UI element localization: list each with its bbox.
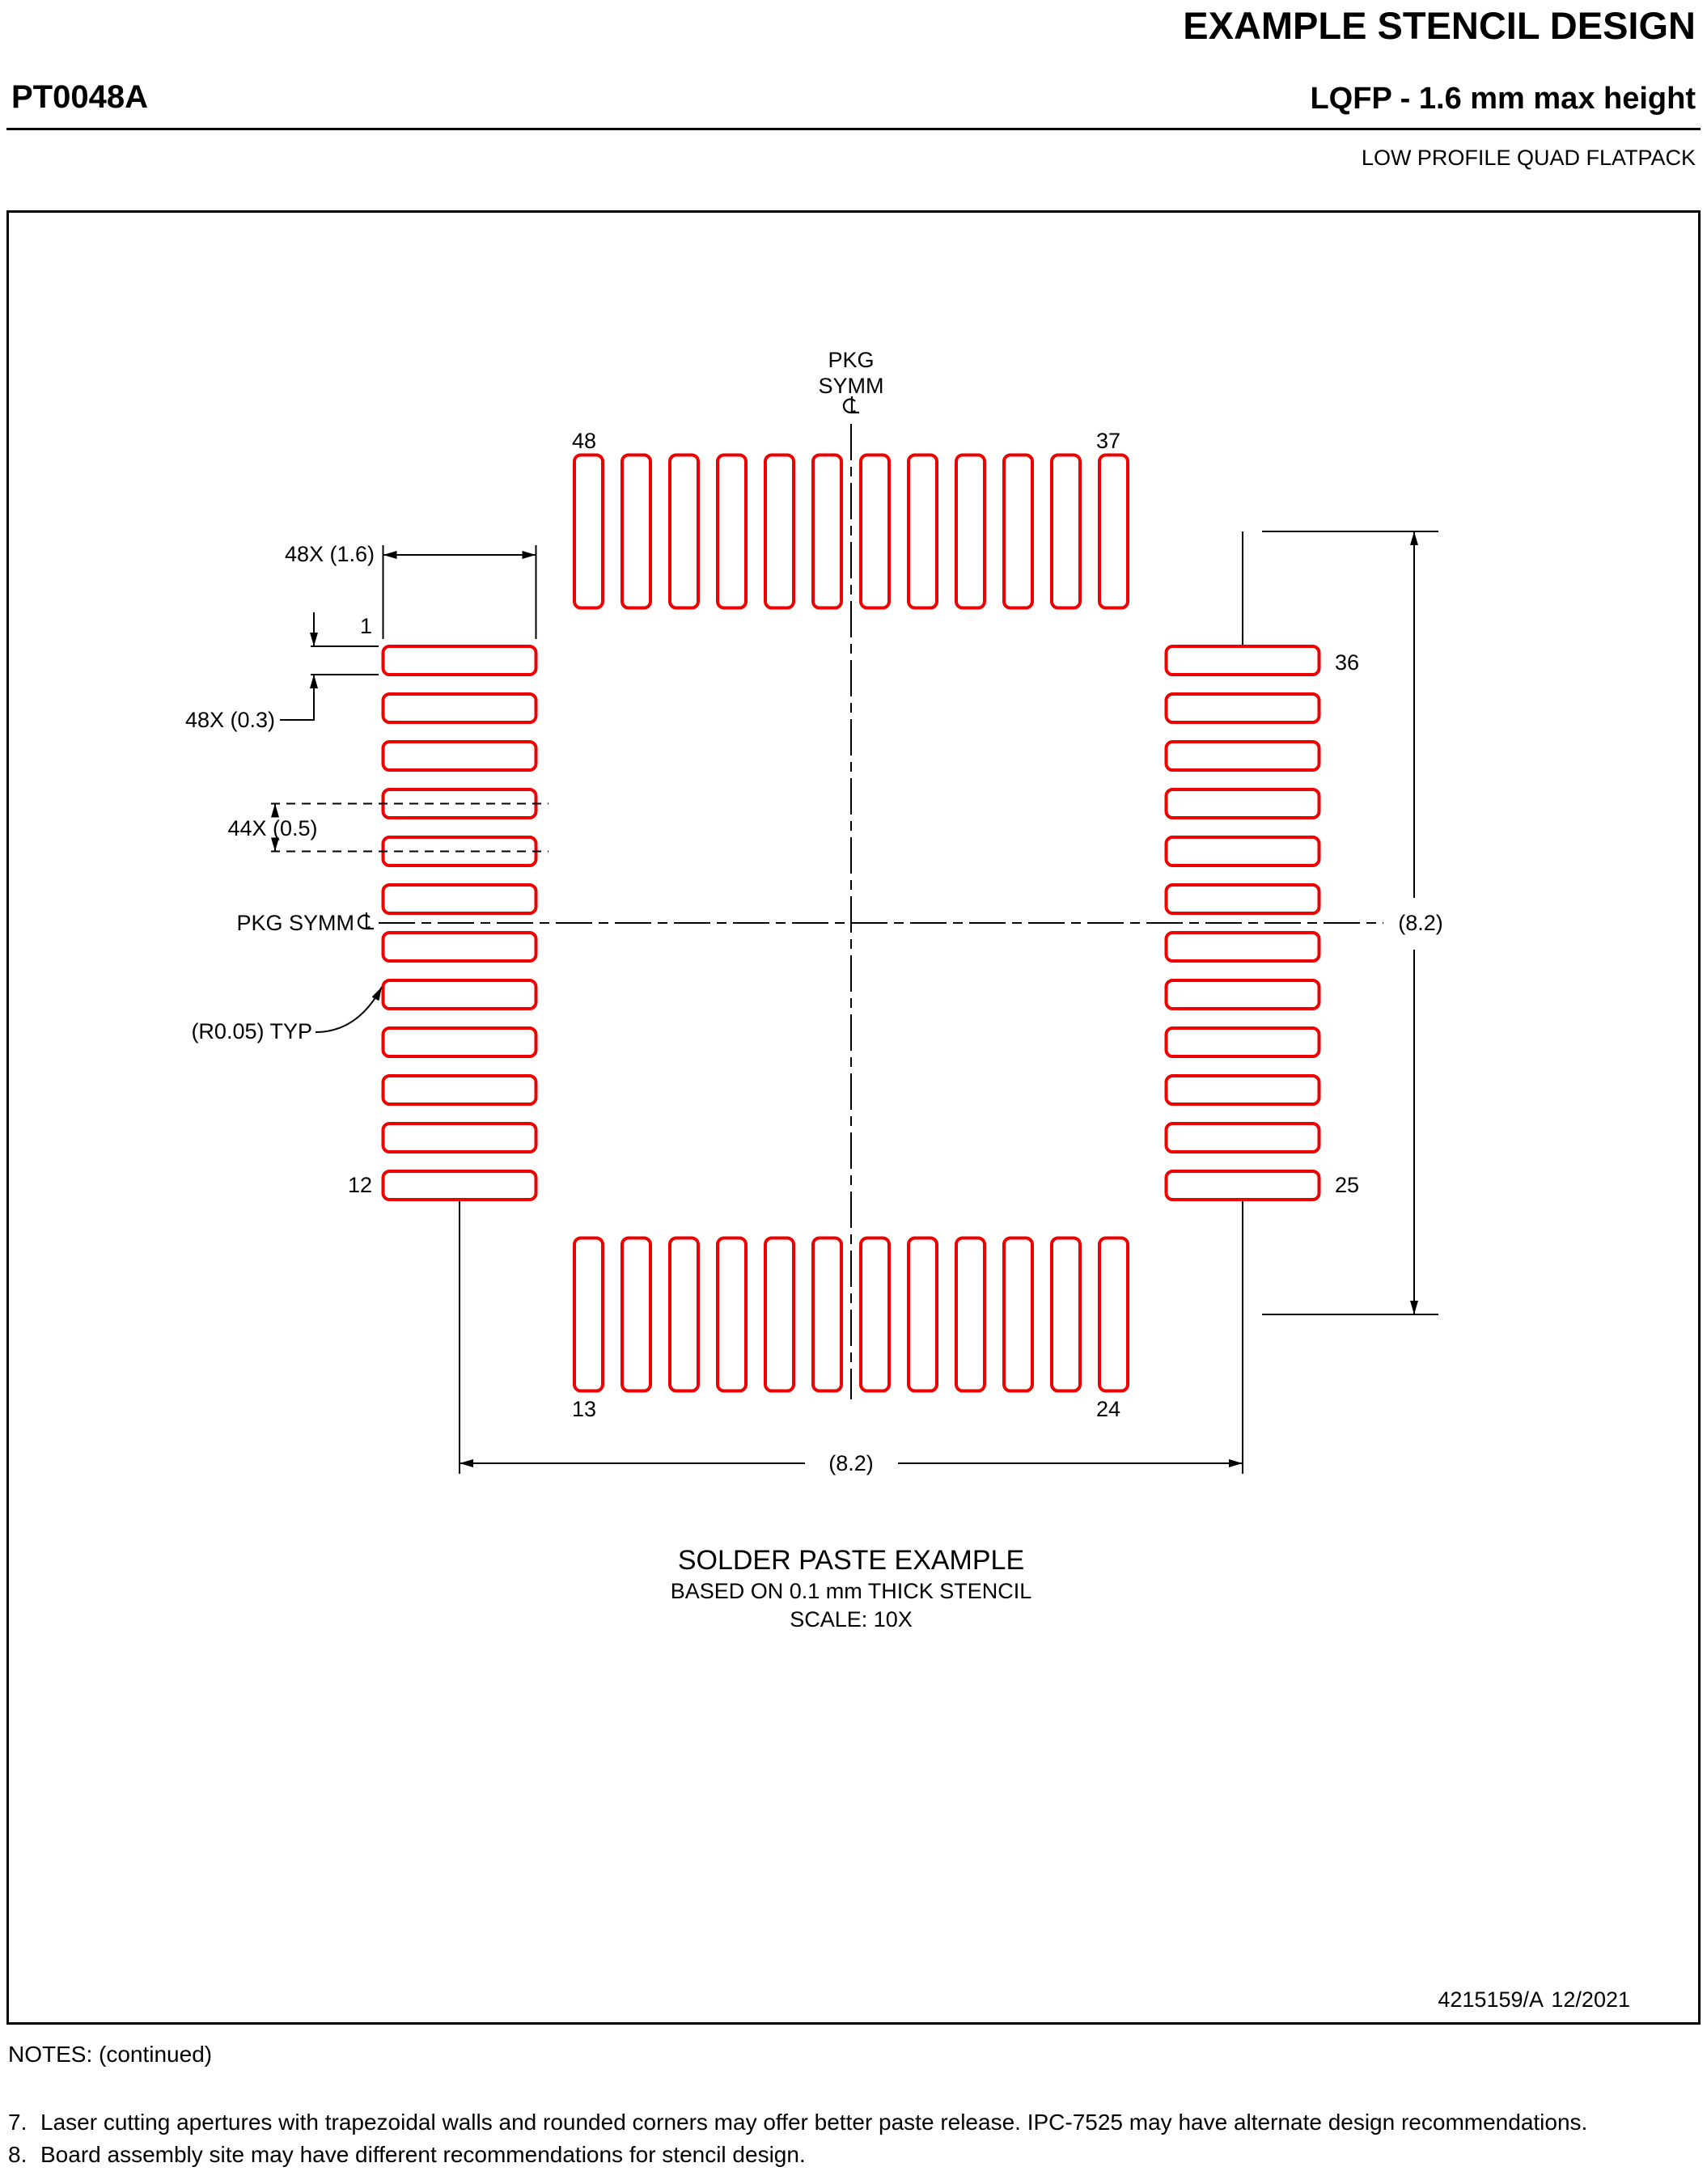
solder-pad xyxy=(1164,979,1321,1010)
solder-pad xyxy=(381,1122,538,1153)
solder-pad xyxy=(573,1236,604,1393)
note-item-7: 7. Laser cutting apertures with trapezoi… xyxy=(8,2106,1699,2139)
solder-pad xyxy=(955,1236,986,1393)
solder-pad xyxy=(381,1026,538,1058)
dim-right-label: (8.2) xyxy=(1398,911,1443,935)
solder-pad xyxy=(764,1236,795,1393)
pin-label-13: 13 xyxy=(572,1397,596,1421)
solder-pad xyxy=(1164,931,1321,963)
pkg-symm-left-label: PKG SYMM xyxy=(236,911,354,935)
solder-pads xyxy=(381,453,1321,1393)
dim-pad-length-label: 48X (1.6) xyxy=(285,542,375,566)
pin-label-36: 36 xyxy=(1335,650,1359,675)
part-number: PT0048A xyxy=(11,79,148,115)
doc-title: EXAMPLE STENCIL DESIGN xyxy=(1183,4,1696,47)
solder-pad xyxy=(811,453,843,610)
doc-number: 4215159/A xyxy=(1438,1987,1544,2012)
pin-label-24: 24 xyxy=(1096,1397,1120,1421)
solder-pad xyxy=(381,883,538,915)
dim-pitch-label: 44X (0.5) xyxy=(227,816,317,840)
solder-pad xyxy=(381,1074,538,1106)
pin-label-37: 37 xyxy=(1096,429,1120,453)
pin-label-25: 25 xyxy=(1335,1173,1359,1197)
pin-label-48: 48 xyxy=(572,429,596,453)
solder-pad xyxy=(1164,645,1321,676)
header-rule xyxy=(6,128,1701,130)
solder-pad xyxy=(1050,453,1082,610)
caption-title: SOLDER PASTE EXAMPLE xyxy=(678,1545,1024,1576)
solder-pad xyxy=(859,453,891,610)
centerline-symbol-top xyxy=(842,395,861,414)
solder-pad xyxy=(381,645,538,676)
solder-pad xyxy=(381,692,538,724)
solder-pad xyxy=(621,1236,652,1393)
notes-section: NOTES: (continued) 7. Laser cutting aper… xyxy=(8,2038,1699,2171)
caption-line2: BASED ON 0.1 mm THICK STENCIL xyxy=(671,1579,1032,1603)
solder-pad xyxy=(1098,1236,1129,1393)
radius-label: (R0.05) TYP xyxy=(191,1019,312,1043)
note-text: Board assembly site may have different r… xyxy=(40,2142,806,2168)
doc-date: 12/2021 xyxy=(1551,1987,1630,2012)
dim-bottom-label: (8.2) xyxy=(828,1451,874,1475)
radius-leader xyxy=(315,986,383,1033)
solder-pad xyxy=(1164,883,1321,915)
solder-pad xyxy=(1098,453,1129,610)
solder-pad xyxy=(1050,1236,1082,1393)
pin-label-12: 12 xyxy=(348,1173,372,1197)
solder-pad xyxy=(1164,692,1321,724)
note-number: 7. xyxy=(8,2110,28,2135)
solder-pad xyxy=(907,453,938,610)
solder-pad xyxy=(621,453,652,610)
dim-pad-width-label: 48X (0.3) xyxy=(185,708,275,732)
solder-pad xyxy=(1164,1074,1321,1106)
solder-pad xyxy=(381,740,538,772)
solder-pad xyxy=(381,1170,538,1201)
solder-pad xyxy=(1164,1026,1321,1058)
solder-pad xyxy=(716,1236,748,1393)
caption-line3: SCALE: 10X xyxy=(790,1607,913,1632)
solder-pad xyxy=(1002,1236,1034,1393)
solder-pad xyxy=(573,453,604,610)
package-subtitle: LOW PROFILE QUAD FLATPACK xyxy=(1361,146,1696,170)
solder-pad xyxy=(716,453,748,610)
stencil-drawing: PKG SYMM 48 37 48X (1.6) 1 48X (0.3) 44X… xyxy=(185,348,1630,2012)
solder-pad xyxy=(1164,1170,1321,1201)
solder-pad xyxy=(381,979,538,1010)
solder-pad xyxy=(955,453,986,610)
solder-pad xyxy=(907,1236,938,1393)
solder-pad xyxy=(1164,836,1321,867)
solder-pad xyxy=(1164,740,1321,772)
note-number: 8. xyxy=(8,2142,28,2168)
note-text: Laser cutting apertures with trapezoidal… xyxy=(40,2110,1588,2135)
drawing-frame xyxy=(6,210,1701,2025)
solder-pad xyxy=(764,453,795,610)
pkg-symm-top-line1: PKG xyxy=(828,348,874,372)
solder-pad xyxy=(1002,453,1034,610)
solder-pad xyxy=(381,931,538,963)
pkg-symm-top-line2: SYMM xyxy=(819,374,884,398)
note-item-8: 8. Board assembly site may have differen… xyxy=(8,2139,1699,2171)
solder-pad xyxy=(1164,1122,1321,1153)
package-title: LQFP - 1.6 mm max height xyxy=(1310,82,1696,116)
solder-pad xyxy=(668,1236,700,1393)
pin-label-1: 1 xyxy=(360,614,372,638)
centerline-symbol-left xyxy=(357,911,375,930)
notes-heading: NOTES: (continued) xyxy=(8,2042,213,2067)
dim-pad-width-leader xyxy=(280,675,318,721)
solder-pad xyxy=(859,1236,891,1393)
solder-pad xyxy=(668,453,700,610)
solder-pad xyxy=(1164,788,1321,819)
solder-pad xyxy=(811,1236,843,1393)
